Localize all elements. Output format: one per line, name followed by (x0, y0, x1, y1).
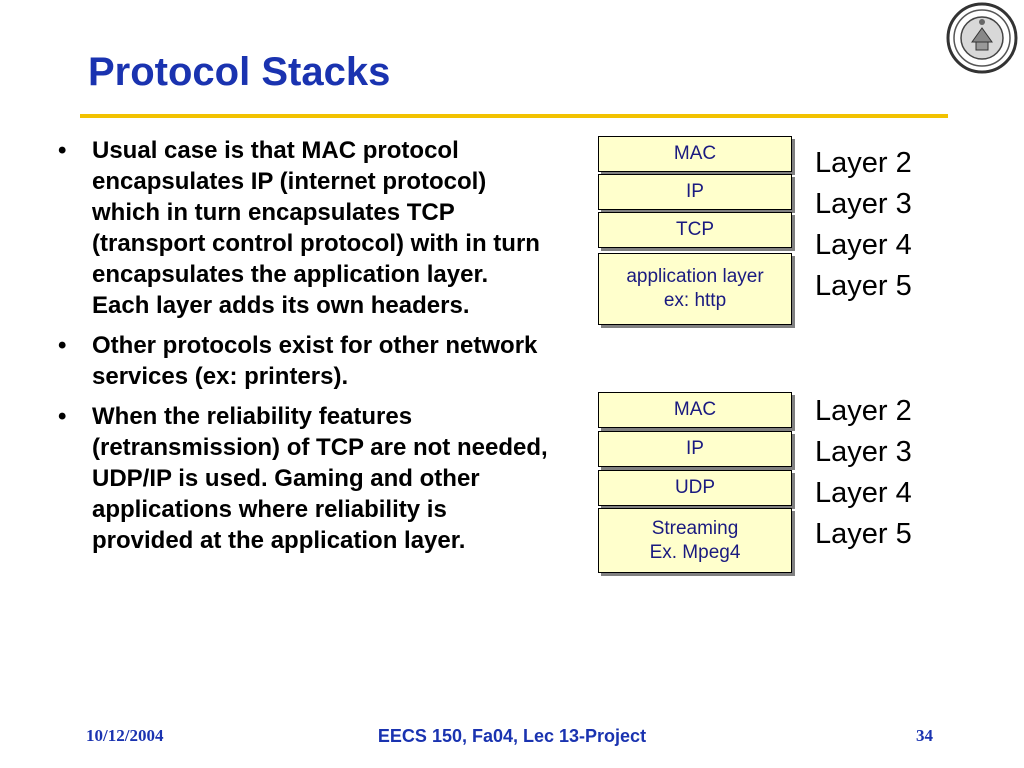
stack-box-streaming: Streaming Ex. Mpeg4 (598, 508, 792, 573)
stack-box-mac: MAC (598, 136, 792, 172)
tcp-stack-layer-labels: Layer 2 Layer 3 Layer 4 Layer 5 (815, 143, 912, 307)
layer-label: Layer 4 (815, 229, 912, 261)
layer-label: Layer 5 (815, 518, 912, 550)
bullet-marker: • (58, 137, 67, 164)
bullet-item: • Other protocols exist for other network… (52, 330, 548, 392)
layer-label: Layer 5 (815, 270, 912, 302)
bullet-marker: • (58, 332, 67, 359)
bullet-marker: • (58, 403, 67, 430)
layer-label: Layer 4 (815, 477, 912, 509)
title-underline (80, 114, 948, 118)
bullet-text: Other protocols exist for other network … (92, 332, 538, 390)
bullet-text: Usual case is that MAC protocol encapsul… (92, 137, 540, 319)
footer-course: EECS 150, Fa04, Lec 13-Project (377, 726, 647, 746)
layer-label: Layer 2 (815, 395, 912, 427)
university-seal-icon (946, 2, 1018, 74)
stack-box-mac: MAC (598, 392, 792, 428)
bullet-item: • When the reliability features (retransm… (52, 401, 548, 556)
stack-box-udp: UDP (598, 470, 792, 506)
udp-stack-layer-labels: Layer 2 Layer 3 Layer 4 Layer 5 (815, 391, 912, 555)
footer-date: 10/12/2004 (86, 726, 164, 745)
layer-label: Layer 3 (815, 436, 912, 468)
stack-box-ip: IP (598, 431, 792, 467)
stack-box-application: application layer ex: http (598, 253, 792, 325)
slide-title: Protocol Stacks (88, 50, 391, 94)
bullet-list: • Usual case is that MAC protocol encapsu… (52, 135, 548, 565)
layer-label: Layer 2 (815, 147, 912, 179)
bullet-item: • Usual case is that MAC protocol encapsu… (52, 135, 548, 321)
stack-box-ip: IP (598, 174, 792, 210)
bullet-text: When the reliability features (retransmi… (92, 403, 548, 554)
layer-label: Layer 3 (815, 188, 912, 220)
footer-page-number: 34 (916, 726, 933, 745)
stack-box-tcp: TCP (598, 212, 792, 248)
